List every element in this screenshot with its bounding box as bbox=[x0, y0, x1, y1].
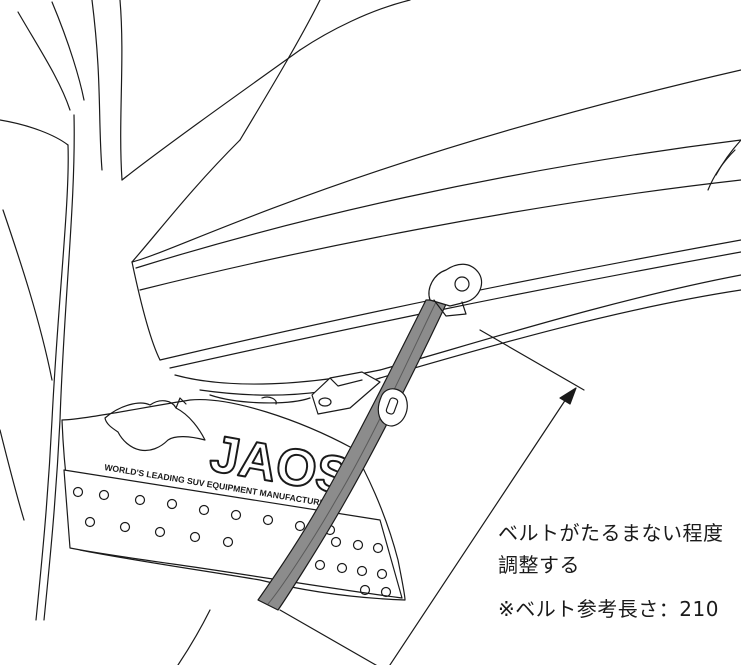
stay-belt bbox=[257, 299, 449, 611]
belt-buckle bbox=[377, 388, 408, 427]
instruction-line-2: 調整する bbox=[498, 553, 580, 577]
kangaroo-logo bbox=[104, 400, 206, 452]
mud-flap bbox=[61, 397, 406, 601]
dimension-arrow bbox=[279, 329, 585, 665]
instruction-line-1: ベルトがたるまない程度 bbox=[498, 521, 724, 545]
belt-length-note: ※ベルト参考長さ：210 bbox=[498, 597, 719, 621]
mounting-bracket bbox=[261, 371, 381, 415]
belt-hook bbox=[428, 263, 483, 317]
